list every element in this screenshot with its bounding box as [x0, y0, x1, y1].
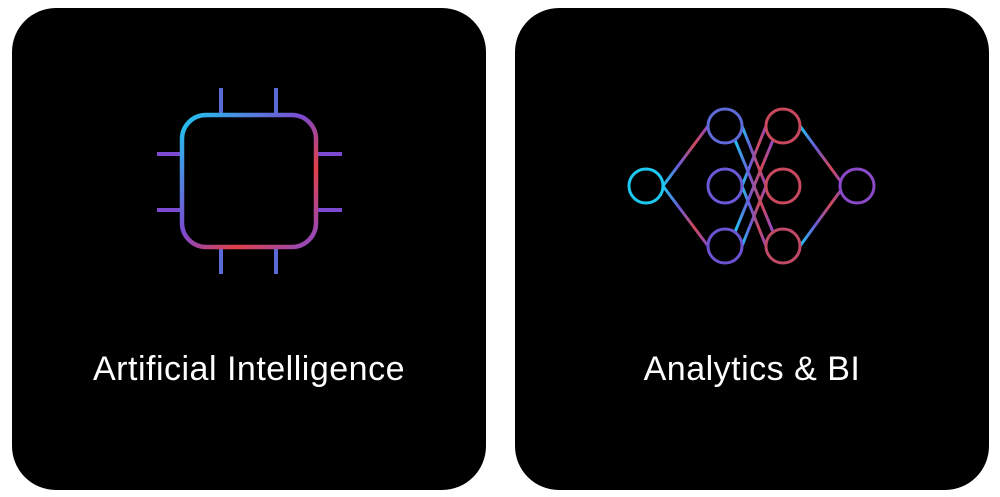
card-title: Artificial Intelligence: [93, 350, 405, 388]
chip-icon: [12, 78, 486, 298]
card-artificial-intelligence[interactable]: Artificial Intelligence: [12, 8, 486, 490]
card-analytics-bi[interactable]: Analytics & BI: [515, 8, 989, 490]
neural-network-icon: [515, 78, 989, 298]
card-title: Analytics & BI: [643, 350, 861, 388]
